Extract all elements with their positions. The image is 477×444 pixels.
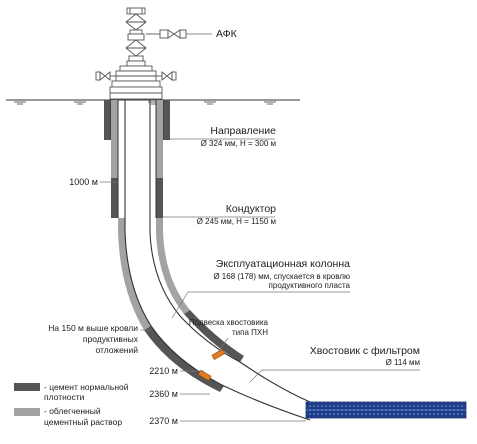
production-spec-line2: продуктивного пласта	[269, 281, 351, 290]
liner-pipe	[223, 361, 311, 421]
above-roof-line3: отложений	[95, 345, 138, 355]
conductor-spec: Ø 245 мм, H = 1150 м	[197, 217, 276, 226]
conductor-title: Кондуктор	[226, 203, 276, 215]
hanger-line1: Подвеска хвостовика	[189, 318, 269, 327]
production-cement-light	[118, 218, 190, 330]
legend-light-line2: цементный раствор	[44, 417, 122, 427]
production-spec-line1: Ø 168 (178) мм, спускается в кровлю	[213, 272, 350, 281]
depth-1000-label: 1000 м	[69, 177, 98, 187]
wellhead-tree	[95, 7, 187, 100]
liner-title: Хвостовик с фильтром	[310, 345, 420, 357]
above-roof-line2: продуктивных	[83, 334, 139, 344]
liner-hanger-upper	[211, 348, 226, 360]
liner-spec: Ø 114 мм	[386, 358, 420, 367]
legend: - цемент нормальной плотности - облегчен…	[14, 382, 129, 427]
hanger-line2: типа ПХН	[232, 328, 268, 337]
depth-2210-label: 2210 м	[149, 366, 178, 376]
conductor-casing	[111, 100, 163, 218]
legend-swatch-light	[14, 408, 40, 416]
afk-label: АФК	[216, 28, 238, 40]
above-roof-line1: На 150 м выше кровли	[48, 323, 138, 333]
production-casing	[124, 100, 241, 387]
direction-spec: Ø 324 мм, H = 300 м	[201, 139, 276, 148]
liner-hanger-lower	[197, 369, 212, 381]
depth-2370-label: 2370 м	[149, 416, 178, 426]
legend-normal-line2: плотности	[44, 392, 85, 402]
legend-light-line1: - облегченный	[44, 406, 101, 416]
ground-surface	[6, 99, 300, 105]
depth-2360-label: 2360 м	[149, 389, 178, 399]
legend-swatch-normal	[14, 383, 40, 391]
leader-lines	[100, 138, 420, 422]
legend-normal-line1: - цемент нормальной	[44, 382, 129, 392]
production-title: Эксплуатационная колонна	[216, 258, 350, 270]
direction-title: Направление	[210, 125, 276, 137]
